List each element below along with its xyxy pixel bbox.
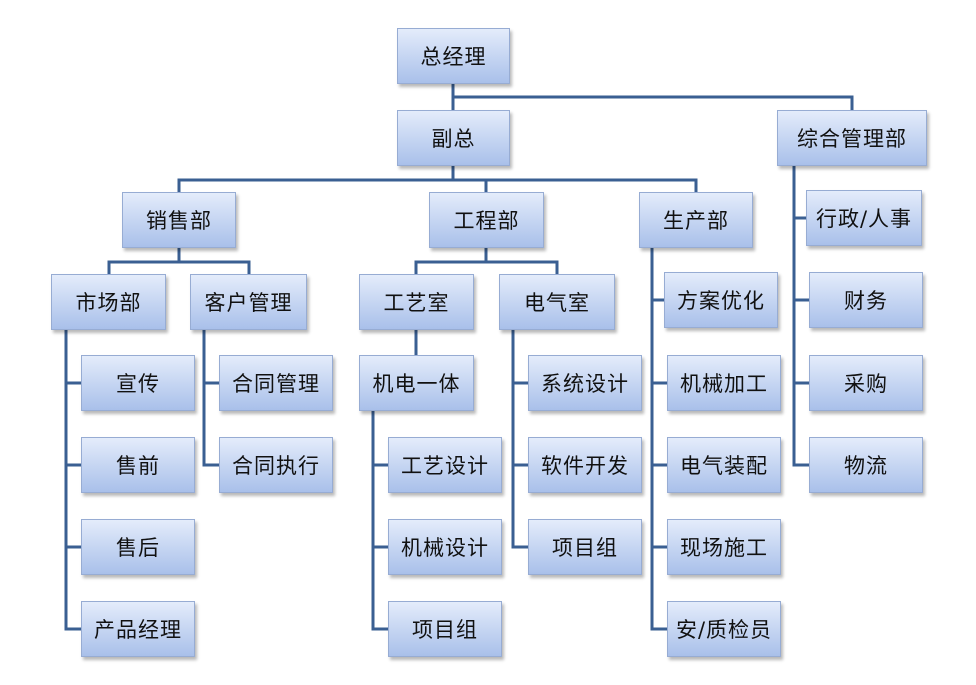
org-node-admin-hr: 行政/人事 bbox=[806, 190, 922, 246]
org-node-logistics: 物流 bbox=[809, 437, 923, 493]
org-node-electrical-room: 电气室 bbox=[499, 274, 615, 330]
org-node-process-design: 工艺设计 bbox=[388, 437, 502, 493]
org-node-contract-management: 合同管理 bbox=[219, 355, 333, 411]
org-node-electrical-project-team: 项目组 bbox=[528, 519, 642, 575]
org-node-aftersales: 售后 bbox=[81, 519, 195, 575]
org-node-process-room: 工艺室 bbox=[359, 274, 474, 330]
org-node-finance: 财务 bbox=[809, 272, 923, 328]
org-node-machining: 机械加工 bbox=[667, 355, 781, 411]
org-node-mechatronics: 机电一体 bbox=[359, 355, 474, 411]
org-node-onsite-construction: 现场施工 bbox=[667, 519, 781, 575]
org-node-customer-management: 客户管理 bbox=[190, 274, 307, 330]
org-node-general-manager: 总经理 bbox=[397, 28, 510, 84]
org-node-electrical-assembly: 电气装配 bbox=[667, 437, 781, 493]
org-node-engineering-dept: 工程部 bbox=[429, 192, 544, 248]
org-node-promotion: 宣传 bbox=[81, 355, 195, 411]
org-node-general-management-dept: 综合管理部 bbox=[777, 110, 927, 166]
org-node-deputy-general-manager: 副总 bbox=[397, 110, 510, 166]
org-node-contract-execution: 合同执行 bbox=[219, 437, 333, 493]
org-node-mechanical-design: 机械设计 bbox=[388, 519, 502, 575]
org-node-system-design: 系统设计 bbox=[528, 355, 642, 411]
org-node-software-development: 软件开发 bbox=[528, 437, 642, 493]
org-node-solution-optimization: 方案优化 bbox=[664, 272, 778, 328]
org-node-marketing-dept: 市场部 bbox=[51, 274, 166, 330]
org-node-presales: 售前 bbox=[81, 437, 195, 493]
org-node-product-manager: 产品经理 bbox=[81, 601, 195, 657]
org-node-purchasing: 采购 bbox=[809, 355, 923, 411]
org-node-sales-dept: 销售部 bbox=[122, 192, 236, 248]
org-node-safety-quality-inspector: 安/质检员 bbox=[667, 601, 781, 657]
org-node-engineering-project-team: 项目组 bbox=[388, 601, 502, 657]
org-node-production-dept: 生产部 bbox=[639, 192, 753, 248]
